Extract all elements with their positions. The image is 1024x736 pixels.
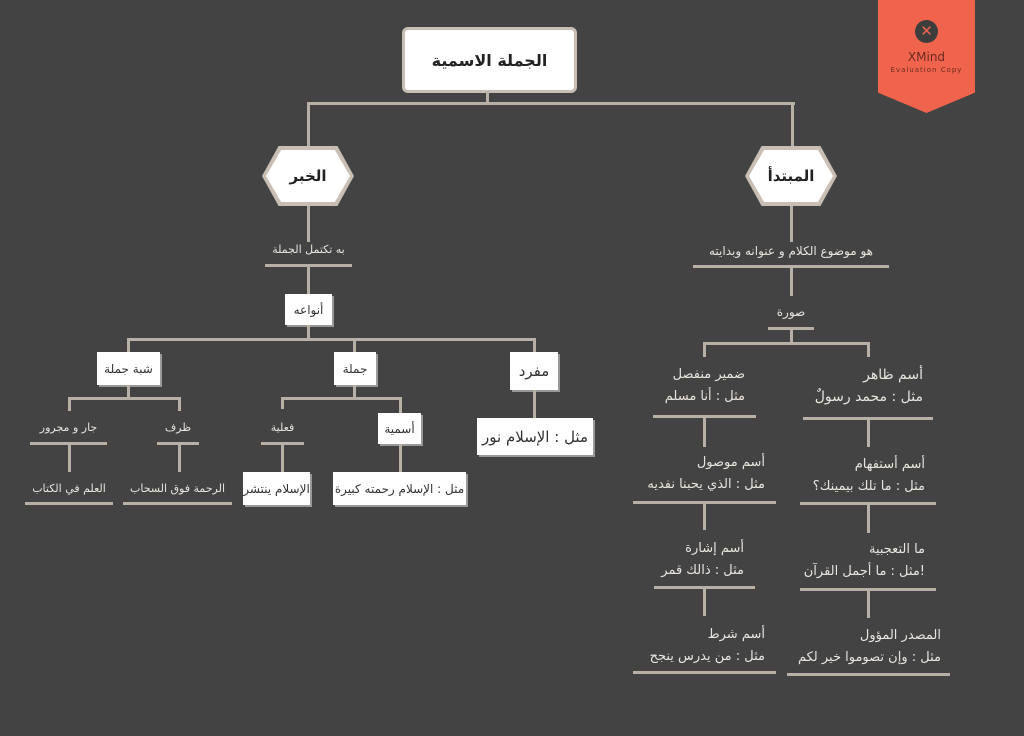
underline	[633, 671, 776, 674]
root-topic[interactable]: الجملة الاسمية	[402, 27, 577, 93]
form-example: !مثل : ما أجمل القرآن	[803, 564, 925, 579]
connector	[399, 397, 402, 413]
connector	[486, 91, 489, 104]
underline	[787, 673, 950, 676]
connector	[68, 397, 181, 400]
connector	[399, 444, 402, 472]
single-example[interactable]: مثل : الإسلام نور	[477, 418, 593, 455]
connector	[353, 338, 356, 352]
connector	[307, 102, 795, 105]
connector	[790, 265, 793, 296]
connector	[867, 588, 870, 618]
subject-definition[interactable]: هو موضوع الكلام و عنوانه وبدايته	[708, 244, 874, 258]
form-name: أسم أستفهام	[854, 457, 925, 472]
connector	[703, 415, 706, 447]
sentence-topic[interactable]: جملة	[334, 352, 376, 385]
connector	[867, 502, 870, 533]
connector	[281, 397, 402, 400]
connector	[127, 338, 536, 341]
form-example: مثل : من يدرس ينجح	[649, 649, 765, 664]
form-name: أسم ظاهر	[863, 367, 923, 383]
zarf-example[interactable]: الرحمة فوق السحاب	[129, 482, 226, 495]
xmind-logo-icon: ✕	[915, 20, 938, 43]
form-example: مثل : ما تلك بيمينك؟	[812, 479, 925, 494]
watermark-subtitle: Evaluation Copy	[890, 66, 963, 74]
xmind-watermark: ✕ XMind Evaluation Copy	[878, 0, 975, 113]
underline	[123, 502, 232, 505]
connector	[533, 390, 536, 418]
semi-sentence-topic[interactable]: شبة جملة	[97, 352, 160, 385]
connector	[703, 342, 870, 345]
form-name: أسم إشارة	[685, 541, 744, 556]
connector	[127, 338, 130, 352]
connector	[703, 586, 706, 616]
nominal-topic[interactable]: أسمية	[378, 413, 421, 444]
connector	[307, 102, 310, 146]
verbal-example[interactable]: الإسلام ينتشر	[243, 472, 310, 505]
predicate-definition[interactable]: به تكتمل الجملة	[272, 243, 345, 256]
connector	[790, 206, 793, 242]
types-topic[interactable]: أنواعه	[285, 294, 332, 325]
connector	[867, 417, 870, 447]
zarf-topic[interactable]: ظرف	[164, 421, 192, 434]
connector	[307, 325, 310, 339]
form-name: أسم موصول	[696, 455, 765, 470]
form-name: ضمير منفصل	[672, 367, 745, 382]
connector	[178, 397, 181, 411]
jar-example[interactable]: العلم في الكتاب	[32, 482, 106, 495]
connector	[353, 385, 356, 399]
connector	[703, 501, 706, 530]
nominal-example[interactable]: مثل : الإسلام رحمته كبيرة	[333, 472, 466, 505]
subject-form-item[interactable]: أسم موصول مثل : الذي يحبنا نفديه	[633, 452, 765, 496]
connector	[68, 397, 71, 411]
subject-form-item[interactable]: أسم ظاهر مثل : محمد رسولٌ	[803, 364, 923, 408]
subject-form-item[interactable]: أسم شرط مثل : من يدرس ينجح	[633, 624, 765, 668]
predicate-label: الخبر	[266, 150, 350, 202]
subject-form-item[interactable]: أسم أستفهام مثل : ما تلك بيمينك؟	[800, 454, 925, 498]
subject-form-item[interactable]: المصدر المؤول مثل : وإن تصوموا خير لكم	[787, 625, 941, 669]
form-example: مثل : الذي يحبنا نفديه	[647, 477, 765, 492]
connector	[533, 338, 536, 352]
form-example: مثل : محمد رسولٌ	[814, 389, 923, 405]
form-name: المصدر المؤول	[859, 628, 941, 643]
watermark-brand: XMind	[907, 50, 946, 64]
forms-topic[interactable]: صورة	[776, 305, 806, 319]
form-name: ما التعجبية	[868, 542, 925, 557]
underline	[25, 502, 113, 505]
subject-topic[interactable]: المبتدأ	[745, 146, 837, 206]
subject-form-item[interactable]: ضمير منفصل مثل : أنا مسلم	[653, 364, 745, 408]
connector	[703, 342, 706, 357]
predicate-topic[interactable]: الخبر	[262, 146, 354, 206]
form-example: مثل : أنا مسلم	[664, 389, 745, 404]
form-example: مثل : ذالك قمر	[661, 563, 744, 578]
connector	[127, 385, 130, 399]
connector	[790, 327, 793, 343]
connector	[178, 442, 181, 472]
verbal-topic[interactable]: فعلية	[270, 421, 295, 434]
connector	[281, 397, 284, 409]
form-name: أسم شرط	[707, 627, 765, 642]
subject-form-item[interactable]: ما التعجبية !مثل : ما أجمل القرآن	[800, 539, 925, 583]
form-example: مثل : وإن تصوموا خير لكم	[797, 650, 941, 665]
connector	[307, 206, 310, 242]
subject-label: المبتدأ	[749, 150, 833, 202]
subject-form-item[interactable]: أسم إشارة مثل : ذالك قمر	[654, 538, 744, 582]
connector	[867, 342, 870, 357]
connector	[281, 442, 284, 472]
connector	[791, 102, 794, 146]
connector	[307, 264, 310, 295]
single-topic[interactable]: مفرد	[510, 352, 558, 390]
jar-topic[interactable]: جار و مجرور	[39, 421, 98, 434]
connector	[68, 442, 71, 472]
